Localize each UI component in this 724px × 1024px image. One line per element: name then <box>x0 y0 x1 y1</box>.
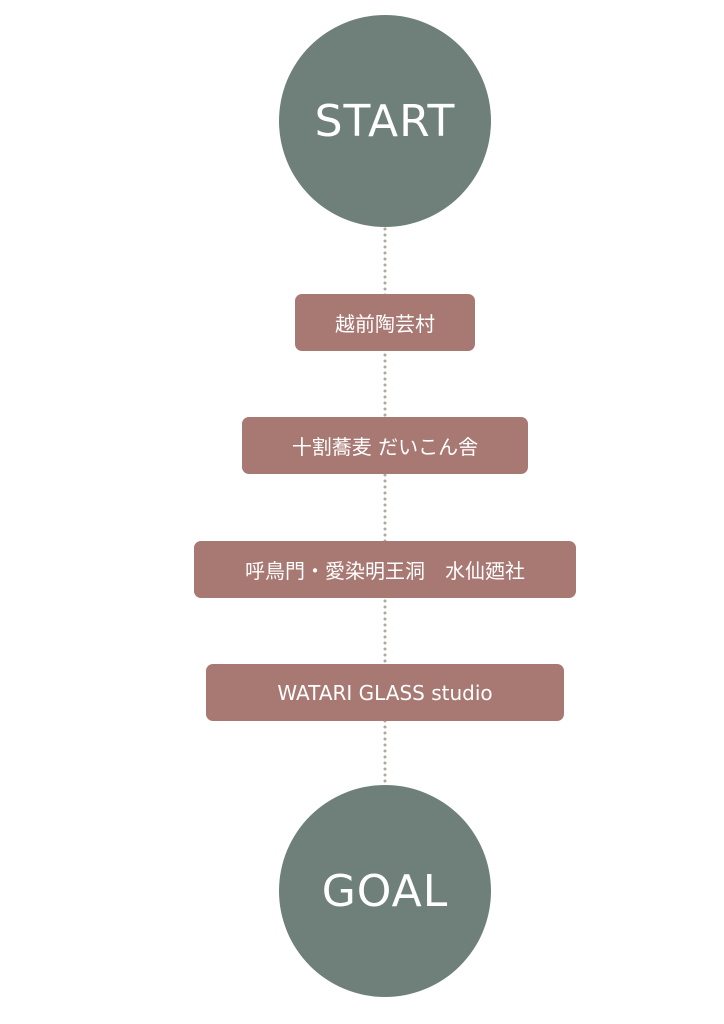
stop-label-1: 越前陶芸村 <box>335 312 435 336</box>
stop-node-4: WATARI GLASS studio <box>206 664 564 721</box>
stop-label-3: 呼鳥門・愛染明王洞 水仙廼社 <box>245 559 525 583</box>
start-node: START <box>279 15 491 227</box>
goal-node: GOAL <box>279 785 491 997</box>
stop-node-2: 十割蕎麦 だいこん舎 <box>242 417 528 474</box>
start-label: START <box>314 95 456 147</box>
stop-label-2: 十割蕎麦 だいこん舎 <box>291 435 479 459</box>
stop-node-1: 越前陶芸村 <box>295 294 475 351</box>
dotted-connector-line <box>383 226 387 792</box>
stop-node-3: 呼鳥門・愛染明王洞 水仙廼社 <box>194 541 576 598</box>
stop-label-4: WATARI GLASS studio <box>277 680 493 705</box>
goal-label: GOAL <box>321 865 449 917</box>
